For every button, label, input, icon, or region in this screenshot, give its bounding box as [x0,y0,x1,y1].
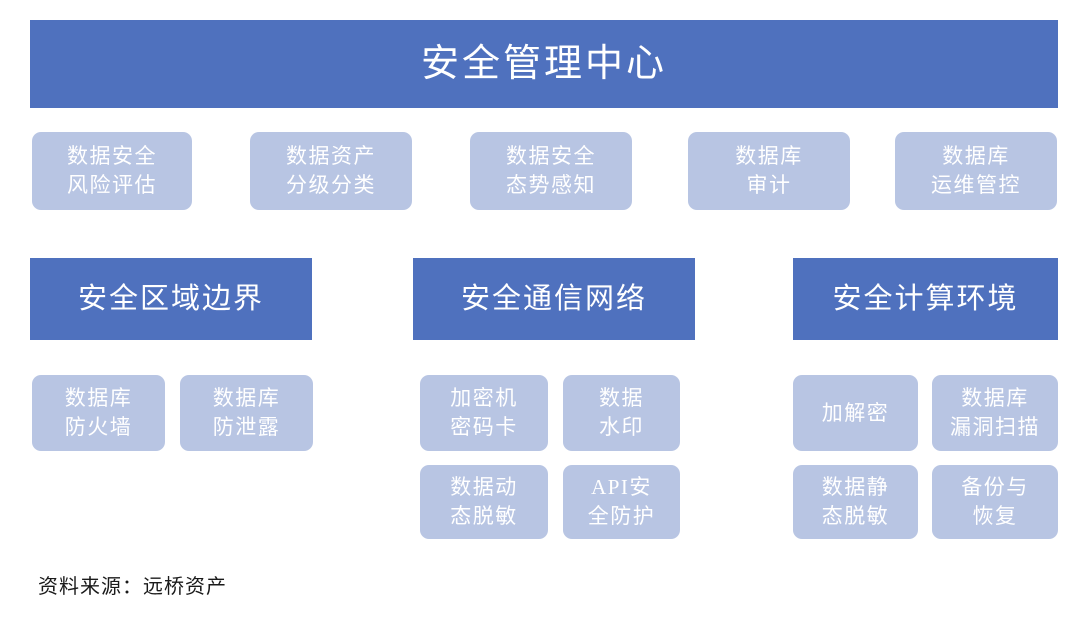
section-3-item-3[interactable]: 数据静 态脱敏 [793,465,918,539]
section-2-item-1[interactable]: 加密机 密码卡 [420,375,548,451]
section-2-item-4-label: API安 全防护 [587,475,656,528]
section-2-item-1-label: 加密机 密码卡 [450,386,518,439]
section-header-2-label: 安全通信网络 [460,282,647,315]
section-1-item-1[interactable]: 数据库 防火墙 [32,375,165,451]
capability-box-4-label: 数据库 审计 [735,144,803,197]
source-note: 资料来源：远桥资产 [38,576,227,598]
section-1-item-2[interactable]: 数据库 防泄露 [180,375,313,451]
section-2-item-2-label: 数据 水印 [599,386,644,439]
section-3-item-1[interactable]: 加解密 [793,375,918,451]
capability-box-4[interactable]: 数据库 审计 [688,132,850,210]
capability-box-1[interactable]: 数据安全 风险评估 [32,132,192,210]
section-3-item-2-label: 数据库 漏洞扫描 [950,386,1040,439]
section-header-3: 安全计算环境 [793,258,1058,340]
section-header-1-label: 安全区域边界 [77,282,264,315]
capability-box-5[interactable]: 数据库 运维管控 [895,132,1057,210]
section-1-item-2-label: 数据库 防泄露 [212,386,281,439]
section-2-item-3-label: 数据动 态脱敏 [450,475,518,528]
section-3-item-3-label: 数据静 态脱敏 [821,475,890,528]
section-1-item-1-label: 数据库 防火墙 [64,386,133,439]
section-2-item-4[interactable]: API安 全防护 [563,465,680,539]
section-3-item-4[interactable]: 备份与 恢复 [932,465,1058,539]
capability-box-1-label: 数据安全 风险评估 [67,144,157,197]
section-2-item-3[interactable]: 数据动 态脱敏 [420,465,548,539]
section-3-item-1-label: 加解密 [821,400,890,425]
title-banner: 安全管理中心 [30,20,1058,108]
capability-box-2[interactable]: 数据资产 分级分类 [250,132,412,210]
section-3-item-4-label: 备份与 恢复 [961,475,1029,528]
capability-box-5-label: 数据库 运维管控 [931,144,1021,197]
capability-box-3[interactable]: 数据安全 态势感知 [470,132,632,210]
capability-box-2-label: 数据资产 分级分类 [286,144,376,197]
capability-box-3-label: 数据安全 态势感知 [506,144,596,197]
section-header-1: 安全区域边界 [30,258,312,340]
section-header-3-label: 安全计算环境 [832,282,1019,315]
section-2-item-2[interactable]: 数据 水印 [563,375,680,451]
section-3-item-2[interactable]: 数据库 漏洞扫描 [932,375,1058,451]
section-header-2: 安全通信网络 [413,258,695,340]
title-banner-label: 安全管理中心 [420,43,667,85]
